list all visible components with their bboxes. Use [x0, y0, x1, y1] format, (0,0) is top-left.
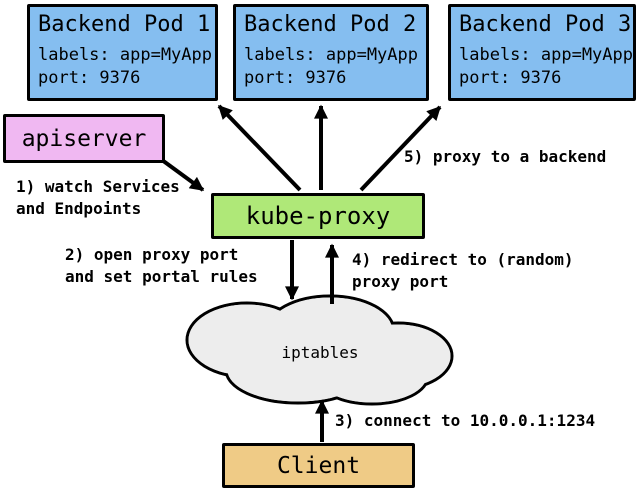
apiserver-label: apiserver: [21, 125, 147, 152]
backend-pod-3-box: Backend Pod 3 labels: app=MyApp port: 93…: [448, 4, 636, 101]
backend-pod-1-box: Backend Pod 1 labels: app=MyApp port: 93…: [27, 4, 218, 101]
arrow-kubeproxy-to-pod3: [359, 105, 442, 192]
iptables-cloud: [185, 294, 454, 406]
step1-annotation: 1) watch Services and Endpoints: [16, 177, 180, 218]
backend-pod-3-title: Backend Pod 3: [459, 12, 632, 37]
backend-pod-1-labels: labels: app=MyApp: [38, 45, 212, 65]
backend-pod-2-title: Backend Pod 2: [244, 12, 417, 37]
apiserver-box: apiserver: [3, 114, 165, 163]
backend-pod-2-box: Backend Pod 2 labels: app=MyApp port: 93…: [233, 4, 429, 101]
backend-pod-1-port: port: 9376: [38, 68, 141, 88]
kube-proxy-box: kube-proxy: [211, 193, 425, 239]
step5-annotation: 5) proxy to a backend: [404, 147, 607, 166]
client-label: Client: [276, 452, 361, 479]
iptables-label: iptables: [281, 343, 359, 362]
kube-proxy-label: kube-proxy: [245, 202, 391, 230]
step4-annotation: 4) redirect to (random) proxy port: [352, 250, 574, 291]
backend-pod-2-labels: labels: app=MyApp: [244, 45, 418, 65]
backend-pod-3-port: port: 9376: [459, 68, 562, 88]
arrow-kubeproxy-to-pod1: [217, 104, 302, 192]
backend-pod-2-port: port: 9376: [244, 68, 347, 88]
step2-annotation: 2) open proxy port and set portal rules: [65, 245, 258, 286]
arrow-apiserver-to-kubeproxy: [160, 158, 205, 192]
step3-annotation: 3) connect to 10.0.0.1:1234: [335, 411, 596, 430]
backend-pod-1-title: Backend Pod 1: [38, 12, 211, 37]
client-box: Client: [222, 443, 415, 488]
backend-pod-3-labels: labels: app=MyApp: [459, 45, 633, 65]
